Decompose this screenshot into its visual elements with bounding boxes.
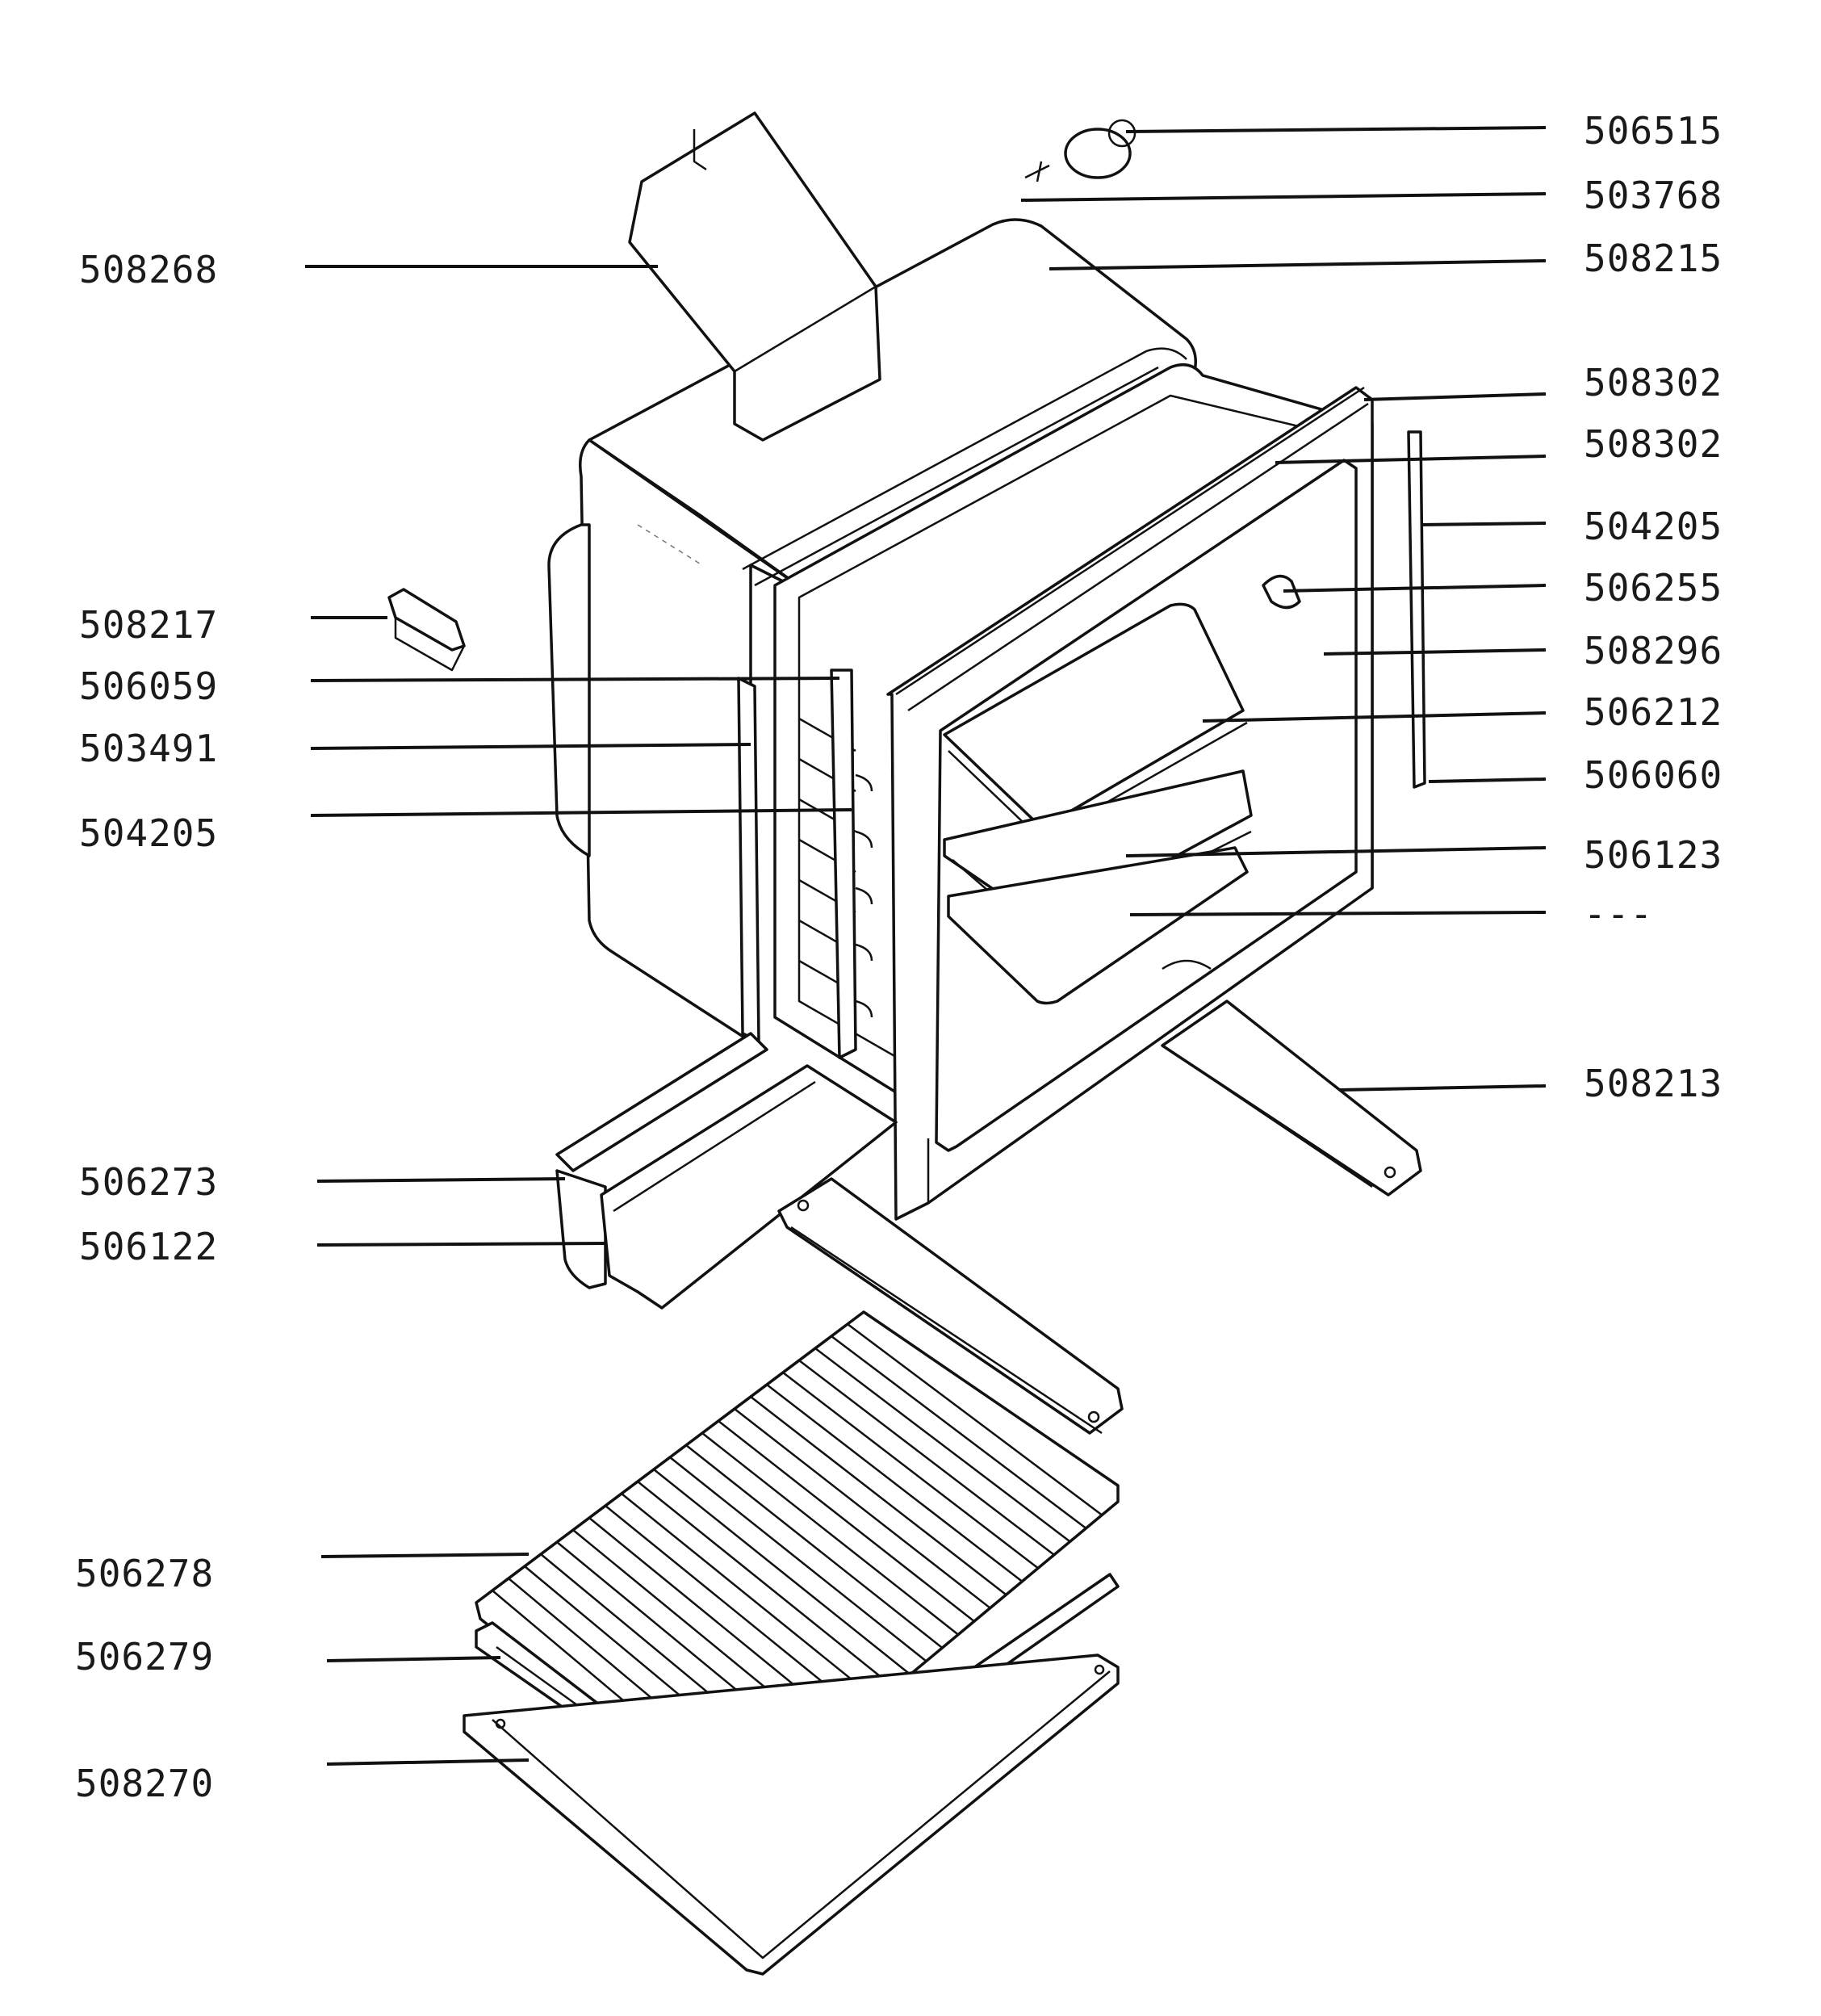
callout-504205-right: 504205 <box>1584 505 1723 548</box>
callout-503768: 503768 <box>1584 174 1723 217</box>
callout-506122: 506122 <box>79 1225 218 1268</box>
shelf-clip <box>1262 574 1301 610</box>
callout-503491: 503491 <box>79 727 218 770</box>
wire-grid-shelf <box>475 1310 1120 1822</box>
callout-508217: 508217 <box>79 603 218 647</box>
bottom-panel <box>463 1653 1120 1976</box>
callout-506255: 506255 <box>1584 566 1723 610</box>
callout-506273: 506273 <box>79 1160 218 1204</box>
right-guide-rod <box>1407 430 1426 789</box>
callout-508296: 508296 <box>1584 629 1723 673</box>
right-base-runner <box>1161 1000 1422 1197</box>
oven-lamp-assembly <box>1024 119 1137 182</box>
callout-506279: 506279 <box>75 1635 214 1679</box>
leader-lines <box>305 126 1547 1766</box>
callout-508270: 508270 <box>75 1762 214 1805</box>
callout-508302-top: 508302 <box>1584 361 1723 404</box>
front-plinth <box>555 1032 898 1310</box>
callout-508302: 508302 <box>1584 422 1723 466</box>
callout-506212: 506212 <box>1584 690 1723 734</box>
callout-506515: 506515 <box>1584 109 1723 153</box>
callout-506123: 506123 <box>1584 833 1723 877</box>
callout-506059: 506059 <box>79 664 218 708</box>
callout-506060: 506060 <box>1584 753 1723 797</box>
lower-rack <box>947 846 1249 1005</box>
callout-labels: 506515 503768 508215 508302 508302 50420… <box>75 109 1723 1805</box>
callout-dash: --- <box>1584 892 1653 936</box>
callout-506278: 506278 <box>75 1552 214 1595</box>
callout-508268: 508268 <box>79 248 218 291</box>
callout-508213: 508213 <box>1584 1062 1723 1105</box>
centre-base-runner <box>777 1177 1124 1435</box>
oven-casing <box>547 218 1197 1043</box>
callout-508215: 508215 <box>1584 237 1723 280</box>
callout-504205-left: 504205 <box>79 811 218 855</box>
small-bracket <box>387 588 466 672</box>
rear-cover-box <box>628 111 881 442</box>
